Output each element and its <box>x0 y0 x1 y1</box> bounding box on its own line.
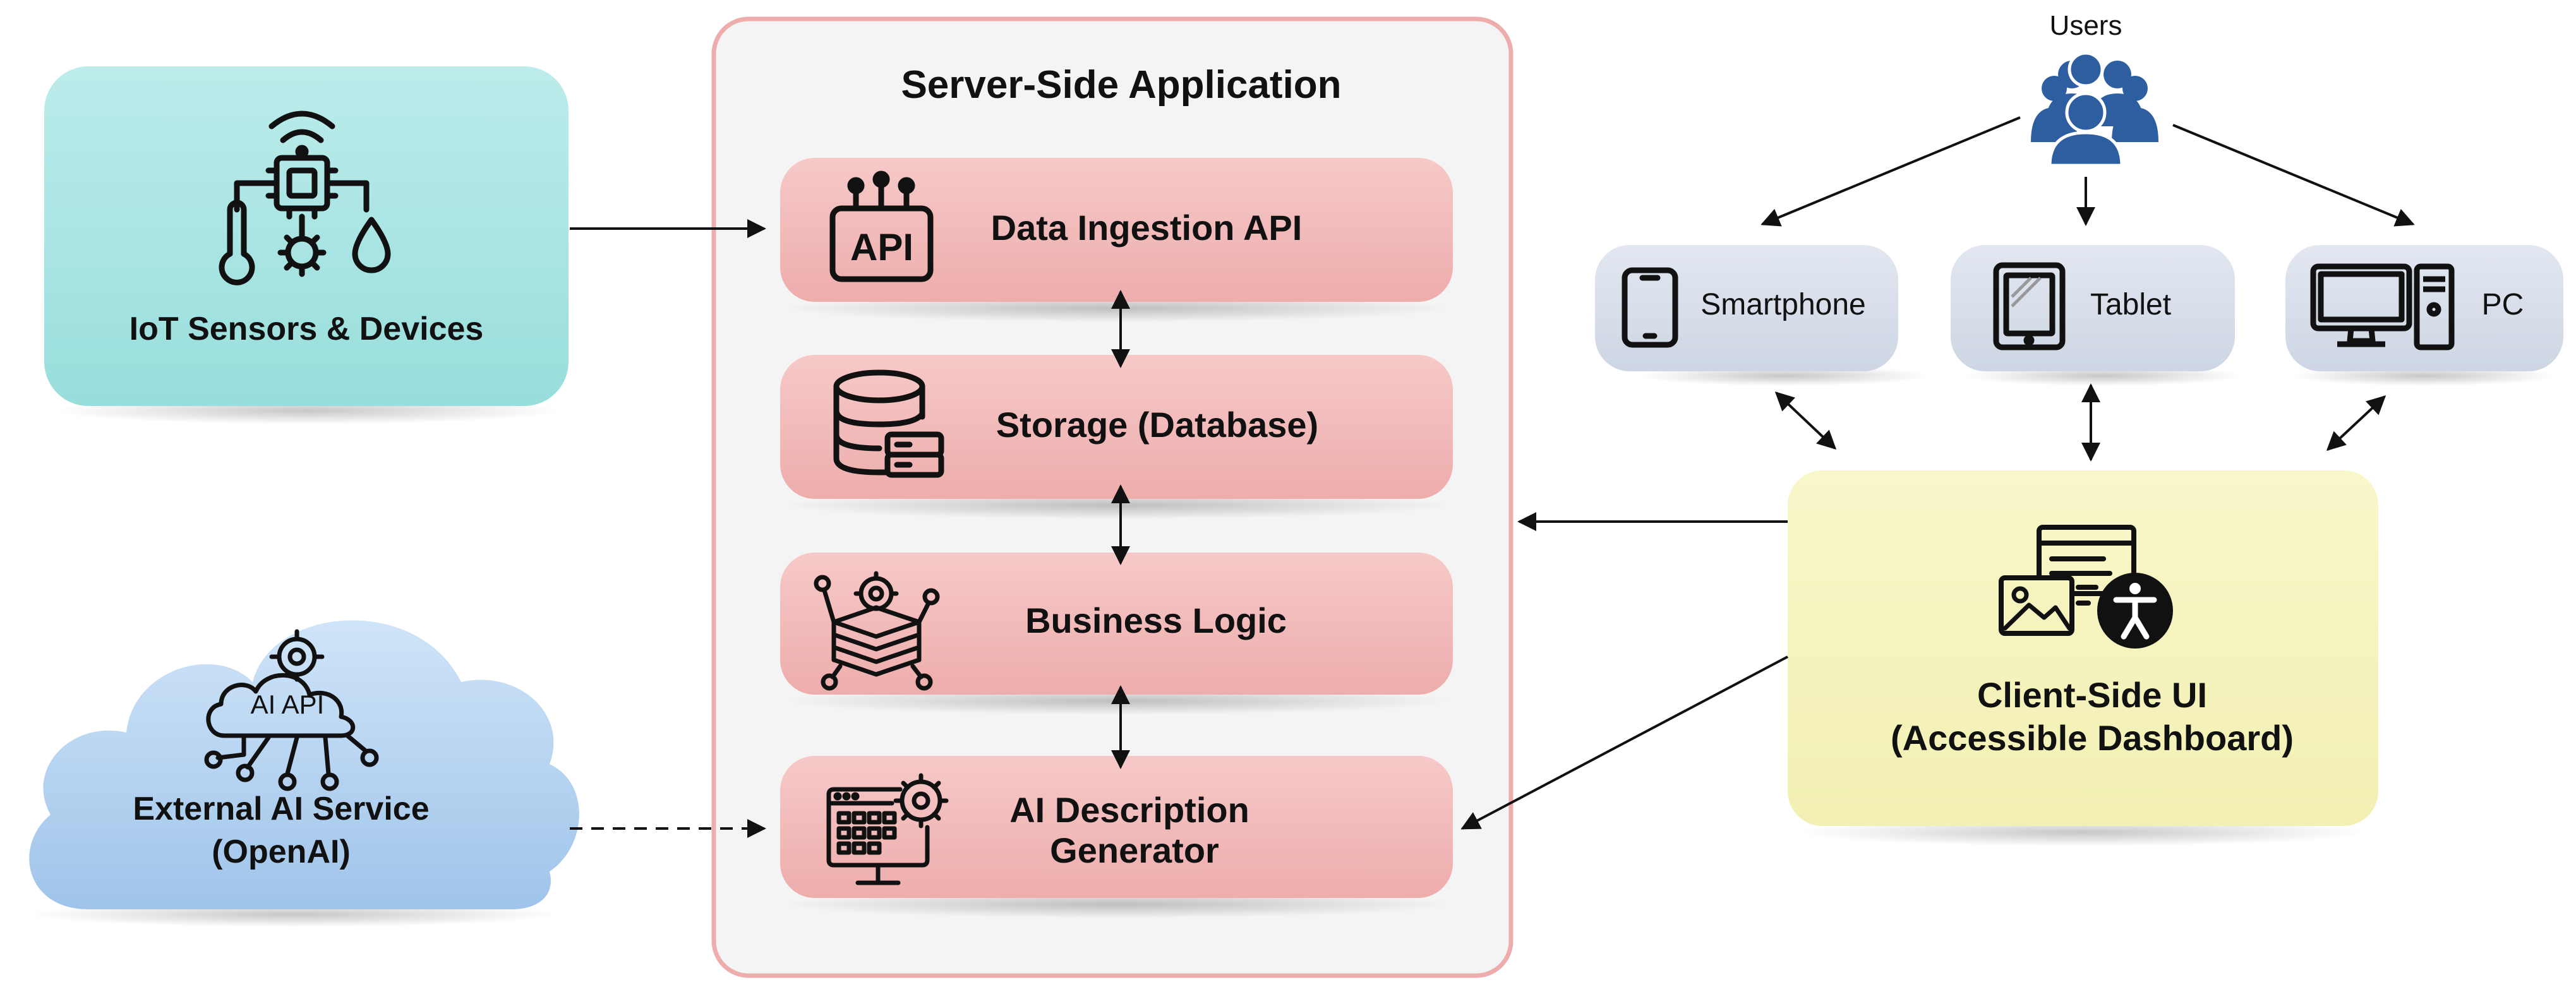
module-data-ingestion: API Data Ingestion API <box>780 158 1453 322</box>
ai-service-label-line-2: (OpenAI) <box>212 834 351 870</box>
device-tablet-label: Tablet <box>2090 288 2171 321</box>
users-label: Users <box>2050 10 2122 41</box>
module-business-logic-label: Business Logic <box>1025 601 1287 640</box>
module-storage: Storage (Database) <box>780 355 1453 519</box>
smartphone-icon <box>1622 267 1678 348</box>
client-ui-label-line-1: Client-Side UI <box>1977 675 2207 715</box>
arrow-pc-client <box>2326 395 2386 452</box>
arrow-users-to-smartphone <box>1760 116 2021 227</box>
module-business-logic: Business Logic <box>780 553 1453 715</box>
module-storage-label: Storage (Database) <box>996 405 1318 445</box>
server-title: Server-Side Application <box>901 63 1341 107</box>
desktop-pc-icon <box>2310 263 2455 350</box>
tablet-icon <box>1993 262 2066 350</box>
client-ui-label-line-2: (Accessible Dashboard) <box>1891 718 2294 758</box>
device-smartphone: Smartphone <box>1595 245 1930 386</box>
device-pc: PC <box>2285 245 2563 386</box>
iot-circuit-icon <box>219 111 391 285</box>
web-settings-icon <box>826 773 949 885</box>
logic-layers-icon <box>814 571 940 691</box>
arrow-client-to-generator <box>1460 655 1788 830</box>
arrow-smartphone-client <box>1774 391 1837 450</box>
api-icon-text: API <box>850 226 913 268</box>
users-node: Users <box>2031 10 2158 167</box>
iot-sensors-box: IoT Sensors & Devices <box>44 66 569 424</box>
module-ai-description-label-line-2: Generator <box>1050 830 1219 870</box>
arrow-users-to-pc <box>2172 124 2415 227</box>
users-group-icon <box>2031 51 2158 167</box>
accessible-dashboard-icon <box>1999 525 2173 649</box>
module-data-ingestion-label: Data Ingestion API <box>991 208 1303 248</box>
connectors <box>570 116 2415 838</box>
module-ai-description-label-line-1: AI Description <box>1009 790 1249 830</box>
database-icon <box>833 369 944 478</box>
ai-api-icon-text: AI API <box>251 690 325 719</box>
client-side-ui-box: Client-Side UI (Accessible Dashboard) <box>1788 470 2378 846</box>
ai-cloud-icon <box>204 629 379 791</box>
ai-service-label-line-1: External AI Service <box>133 791 429 827</box>
external-ai-cloud: AI API External AI Service (OpenAI) <box>28 620 579 927</box>
device-tablet: Tablet <box>1951 245 2242 386</box>
device-smartphone-label: Smartphone <box>1700 288 1866 321</box>
iot-label: IoT Sensors & Devices <box>129 311 484 347</box>
api-chip-icon <box>829 170 934 282</box>
module-ai-description: AI Description Generator <box>780 756 1453 918</box>
device-pc-label: PC <box>2482 288 2524 321</box>
